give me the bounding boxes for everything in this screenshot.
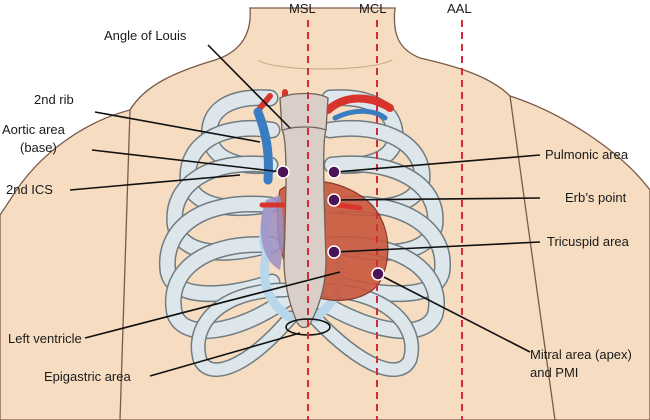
leader-erbs (334, 197, 541, 201)
leader-angle-of-louis (207, 44, 291, 129)
reference-lines (307, 20, 463, 420)
pulmonic-area-marker (327, 165, 341, 179)
leader-mitral (377, 273, 531, 353)
mitral-area-sub-label: and PMI (530, 365, 578, 380)
aortic-area-marker (276, 165, 290, 179)
leader-aortic-area (91, 149, 283, 173)
auscultation-markers (276, 165, 385, 281)
leader-lines (69, 44, 541, 377)
leader-2nd-ics (69, 174, 241, 191)
mitral-area-marker (371, 267, 385, 281)
2nd-rib-label: 2nd rib (34, 92, 74, 107)
aortic-area-sub-label: (base) (20, 140, 57, 155)
erbs-point-marker (327, 193, 341, 207)
angle-of-louis-label: Angle of Louis (104, 28, 187, 43)
aortic-area-label: Aortic area (2, 122, 66, 137)
neck-shadow (257, 59, 393, 70)
msl-label: MSL (289, 1, 316, 16)
mitral-area-label: Mitral area (apex) (530, 347, 632, 362)
tricuspid-area-label: Tricuspid area (547, 234, 630, 249)
right-atrium (260, 195, 284, 270)
left-ventricle-label: Left ventricle (8, 331, 82, 346)
leader-tricuspid (334, 241, 541, 253)
mcl-label: MCL (359, 1, 386, 16)
great-vessels (253, 89, 394, 211)
leader-2nd-rib (94, 111, 261, 143)
2nd-ics-label: 2nd ICS (6, 182, 53, 197)
leader-pulmonic (334, 154, 541, 173)
aal-label: AAL (447, 1, 472, 16)
erbs-point-label: Erb’s point (565, 190, 627, 205)
leader-left-ventricle (84, 271, 341, 339)
angle-of-louis-ridge (282, 126, 327, 131)
leader-epigastric (149, 332, 301, 377)
pulmonic-area-label: Pulmonic area (545, 147, 629, 162)
sternum (279, 92, 329, 321)
epigastric-area-label: Epigastric area (44, 369, 131, 384)
tricuspid-area-marker (327, 245, 341, 259)
